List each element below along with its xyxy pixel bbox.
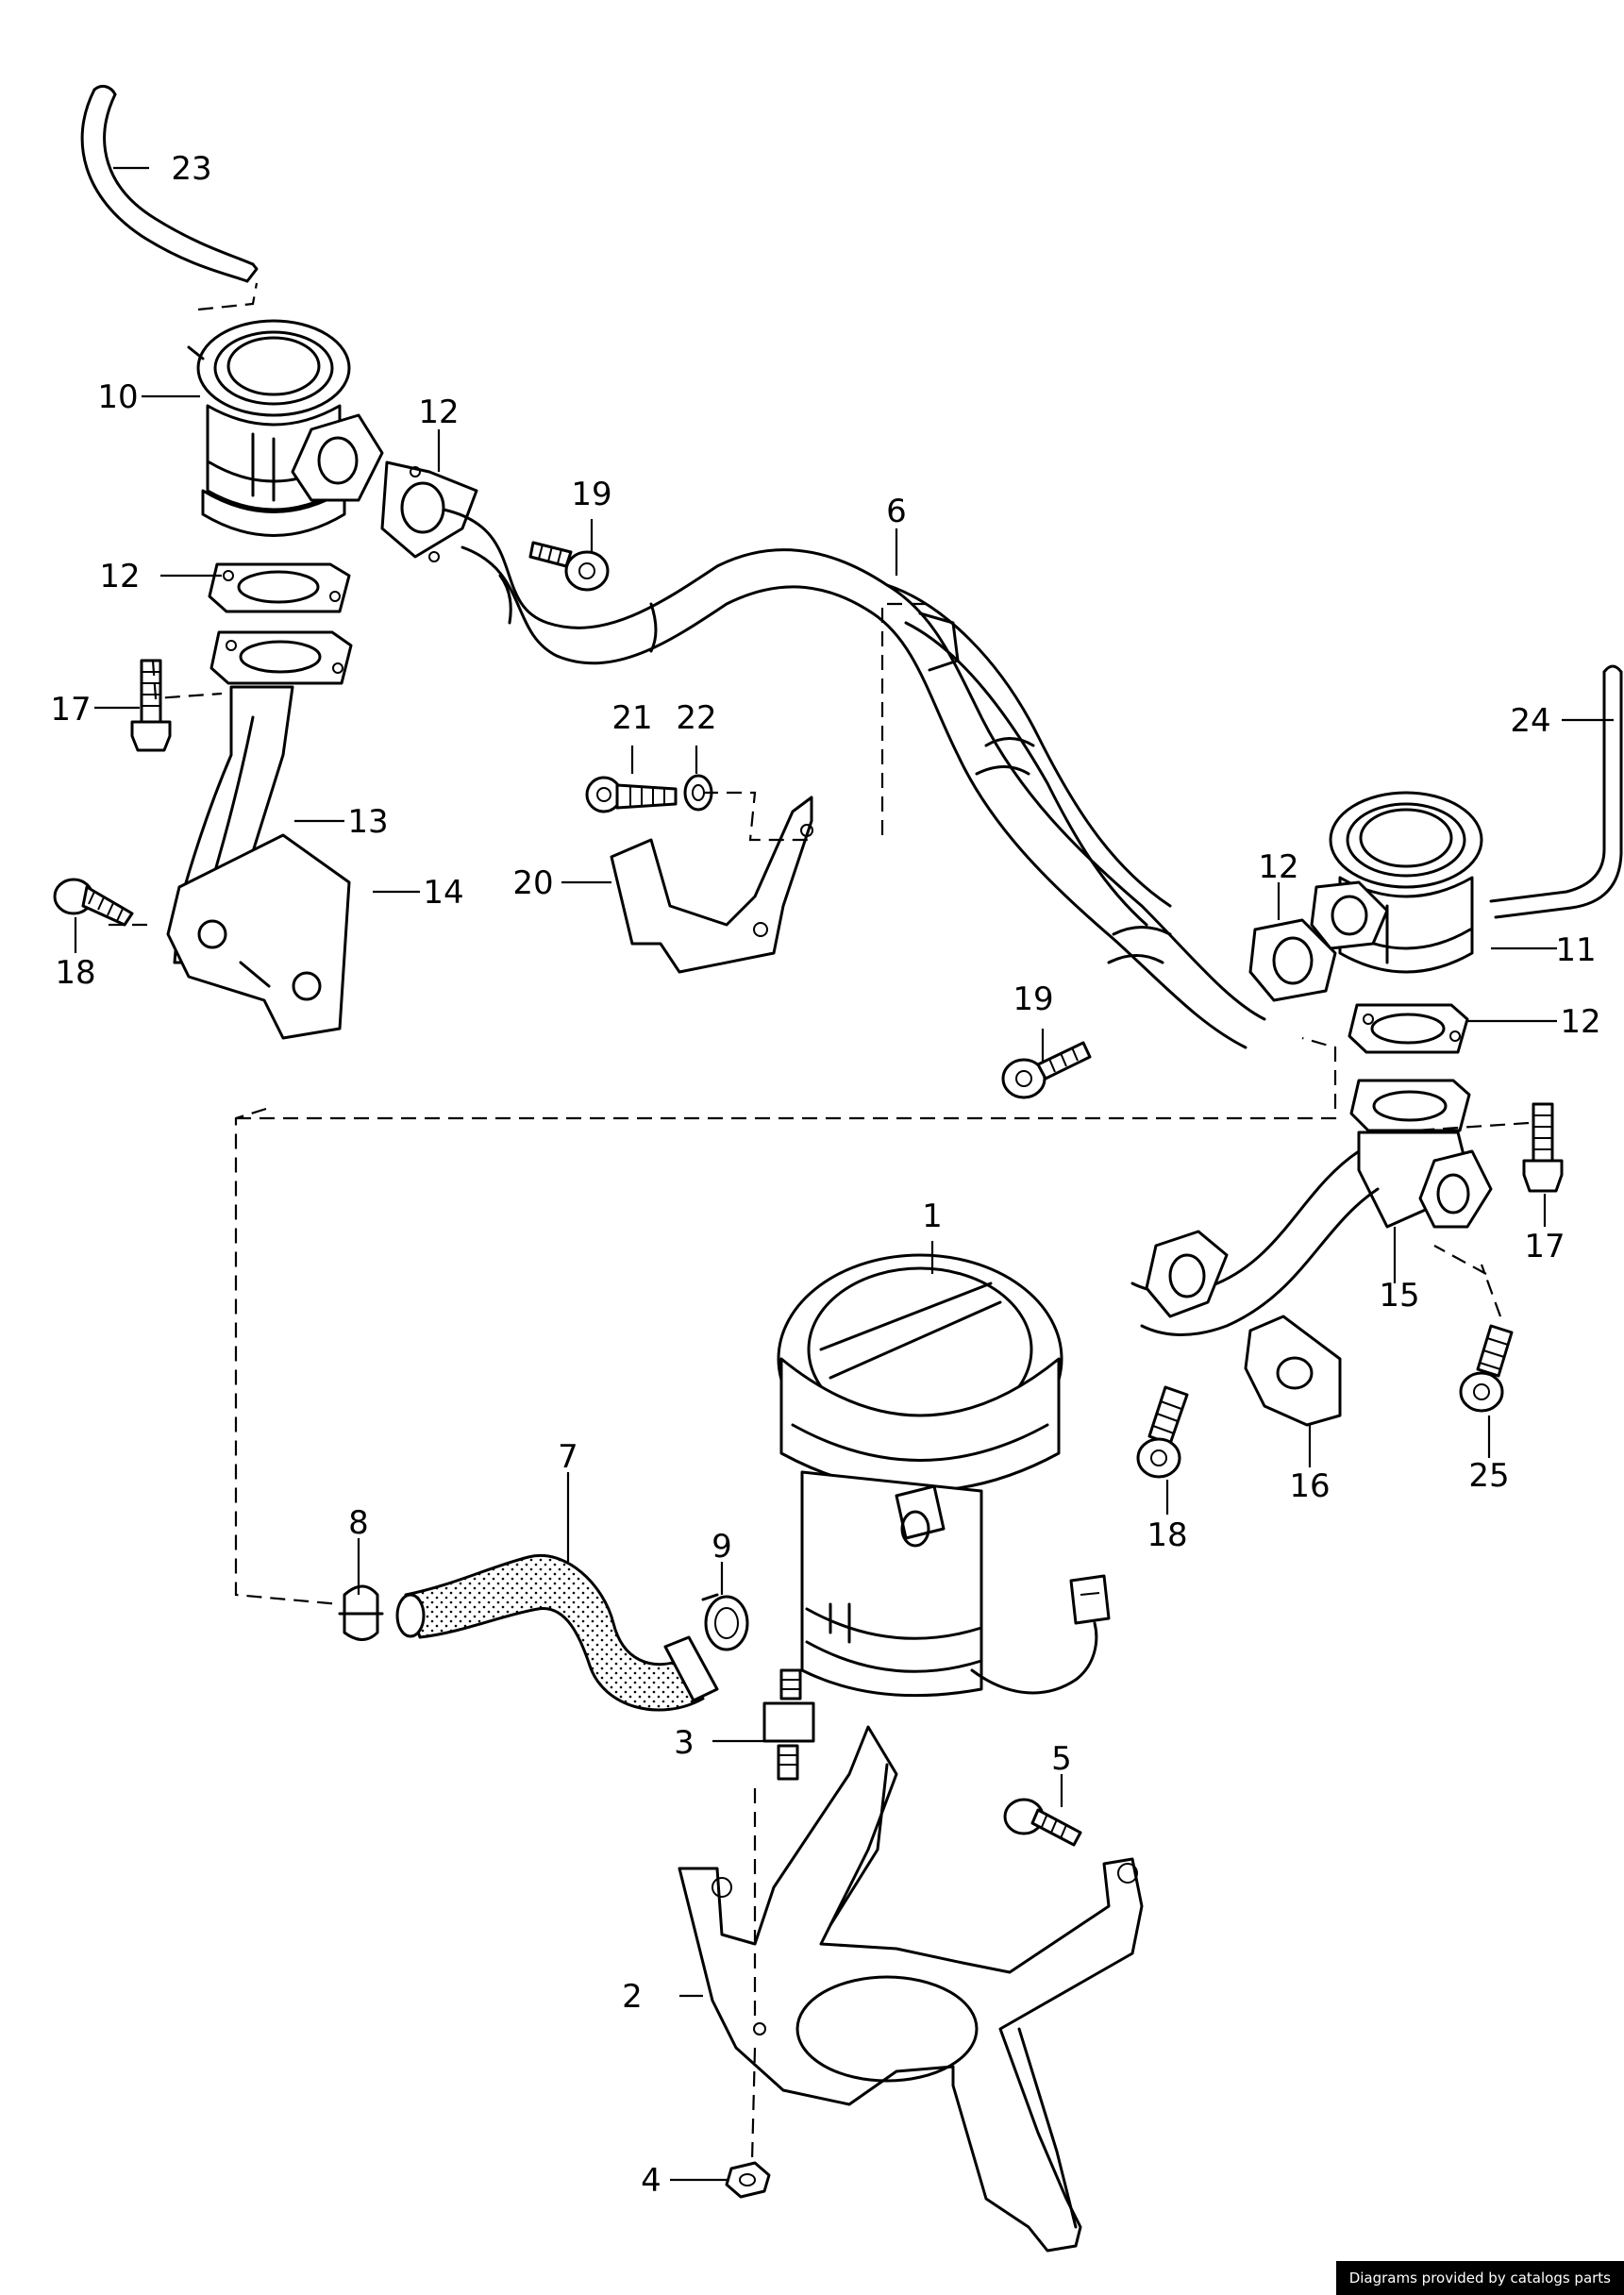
bracket-2: [678, 1725, 1144, 2253]
callout-22: 22: [676, 699, 716, 737]
bracket-20: [610, 796, 813, 974]
vacuum-hose-23: [80, 84, 259, 283]
callout-3: 3: [674, 1724, 695, 1762]
callout-7: 7: [558, 1438, 578, 1476]
combi-valve-11: [1329, 791, 1483, 974]
callout-17-right: 17: [1524, 1228, 1565, 1265]
hose-clamp-8: [338, 1584, 384, 1641]
gasket-12-right-flange: [1248, 880, 1389, 1002]
air-pipe-15: [1130, 1131, 1493, 1336]
callout-17-left: 17: [50, 691, 91, 729]
callout-4: 4: [641, 2162, 661, 2200]
callout-18-left: 18: [55, 954, 95, 992]
gasket-12-top-left: [291, 413, 478, 562]
gasket-12-right: [1348, 1003, 1471, 1132]
bolt-5: [1003, 1798, 1082, 1847]
air-hose-7: [395, 1554, 719, 1712]
callout-20: 20: [512, 864, 553, 902]
stud-3: [762, 1668, 815, 1781]
callout-5: 5: [1051, 1740, 1072, 1778]
callout-24: 24: [1510, 702, 1550, 740]
bolt-17-left: [130, 659, 172, 752]
callout-23: 23: [171, 150, 211, 188]
bolt-19-top: [528, 541, 610, 592]
air-pipe-6: [442, 508, 1266, 1049]
callout-1: 1: [922, 1198, 943, 1235]
callout-13: 13: [347, 803, 388, 841]
callout-16: 16: [1289, 1467, 1330, 1505]
leader-lines: [74, 166, 1614, 2182]
bolt-25: [1459, 1324, 1514, 1413]
nut-4: [725, 2161, 771, 2199]
callout-21: 21: [611, 699, 652, 737]
callout-11: 11: [1555, 931, 1596, 969]
callout-19-top: 19: [571, 476, 611, 513]
callout-12-top-left: 12: [418, 394, 459, 431]
callout-8: 8: [348, 1504, 369, 1542]
gasket-16: [1244, 1315, 1342, 1427]
callout-18-right: 18: [1147, 1516, 1187, 1554]
hose-clamp-9: [701, 1593, 749, 1651]
callout-9: 9: [712, 1528, 732, 1566]
bolt-18-left: [53, 878, 134, 927]
callout-12-right: 12: [1560, 1003, 1600, 1041]
vacuum-hose-24: [1489, 664, 1623, 919]
callout-15: 15: [1379, 1277, 1419, 1315]
diagram-credit-label: Diagrams provided by catalogs parts: [1335, 2261, 1624, 2295]
callout-12-left: 12: [99, 558, 140, 595]
callout-6: 6: [886, 493, 907, 530]
callout-10: 10: [97, 378, 138, 416]
callout-14: 14: [423, 874, 463, 912]
bolt-21: [585, 776, 678, 813]
gasket-12-left: [208, 562, 353, 685]
callout-19-right: 19: [1013, 980, 1053, 1018]
callout-2: 2: [622, 1978, 643, 2016]
callout-labels: 1 2 3 4 5 6 7 8 9 10 11 12 12 12 12 13 1…: [50, 150, 1600, 2200]
dashed-connection-lines: [109, 282, 1530, 2162]
pump-wire-connector: [970, 1574, 1111, 1695]
bolt-18-right: [1136, 1385, 1189, 1479]
bolt-17-right: [1522, 1102, 1564, 1193]
secondary-air-pump-1: [777, 1253, 1063, 1698]
flange-bracket-14: [166, 833, 351, 1040]
bolt-19-right: [1001, 1041, 1092, 1099]
callout-25: 25: [1468, 1457, 1509, 1495]
callout-12-right-top: 12: [1258, 848, 1298, 886]
